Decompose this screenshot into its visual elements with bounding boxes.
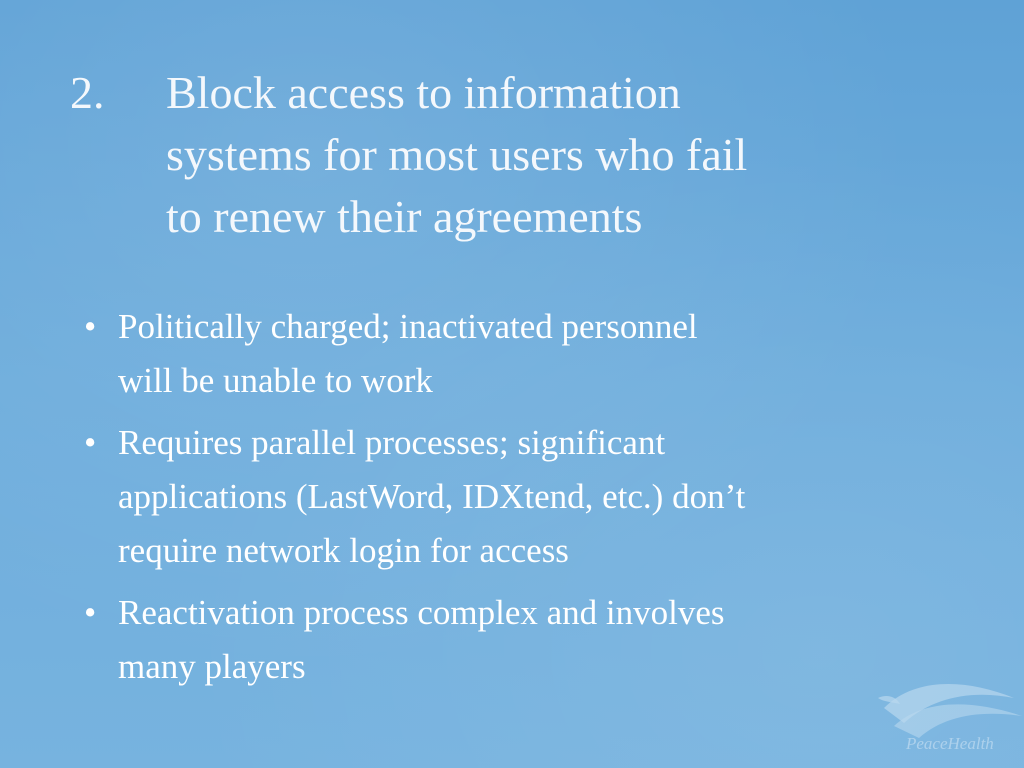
bullet-marker: • — [84, 423, 97, 462]
title-line: Block access to information — [166, 67, 681, 118]
bullet-line: Reactivation process complex and involve… — [118, 593, 725, 632]
bullet-line: Politically charged; inactivated personn… — [118, 307, 698, 346]
bullet-text: Requires parallel processes; significant… — [118, 416, 954, 578]
peacehealth-logo: PeaceHealth — [874, 668, 1024, 768]
title-number: 2. — [70, 67, 105, 118]
title-line: to renew their agreements — [166, 191, 643, 242]
bullet-line: many players — [118, 647, 306, 686]
bullet-item: • Reactivation process complex and invol… — [84, 586, 954, 694]
logo-text: PeaceHealth — [906, 734, 994, 753]
slide-title: 2. Block access to information systems f… — [70, 62, 950, 248]
title-text: Block access to information systems for … — [166, 62, 950, 248]
bullet-list: • Politically charged; inactivated perso… — [84, 300, 954, 702]
bullet-marker: • — [84, 307, 97, 346]
bullet-marker: • — [84, 593, 97, 632]
bullet-item: • Requires parallel processes; significa… — [84, 416, 954, 578]
bullet-line: require network login for access — [118, 531, 569, 570]
bullet-text: Politically charged; inactivated personn… — [118, 300, 954, 408]
bullet-line: will be unable to work — [118, 361, 433, 400]
bullet-line: Requires parallel processes; significant — [118, 423, 666, 462]
dove-icon — [878, 684, 1022, 738]
bullet-text: Reactivation process complex and involve… — [118, 586, 954, 694]
title-line: systems for most users who fail — [166, 129, 748, 180]
bullet-item: • Politically charged; inactivated perso… — [84, 300, 954, 408]
bullet-line: applications (LastWord, IDXtend, etc.) d… — [118, 477, 746, 516]
